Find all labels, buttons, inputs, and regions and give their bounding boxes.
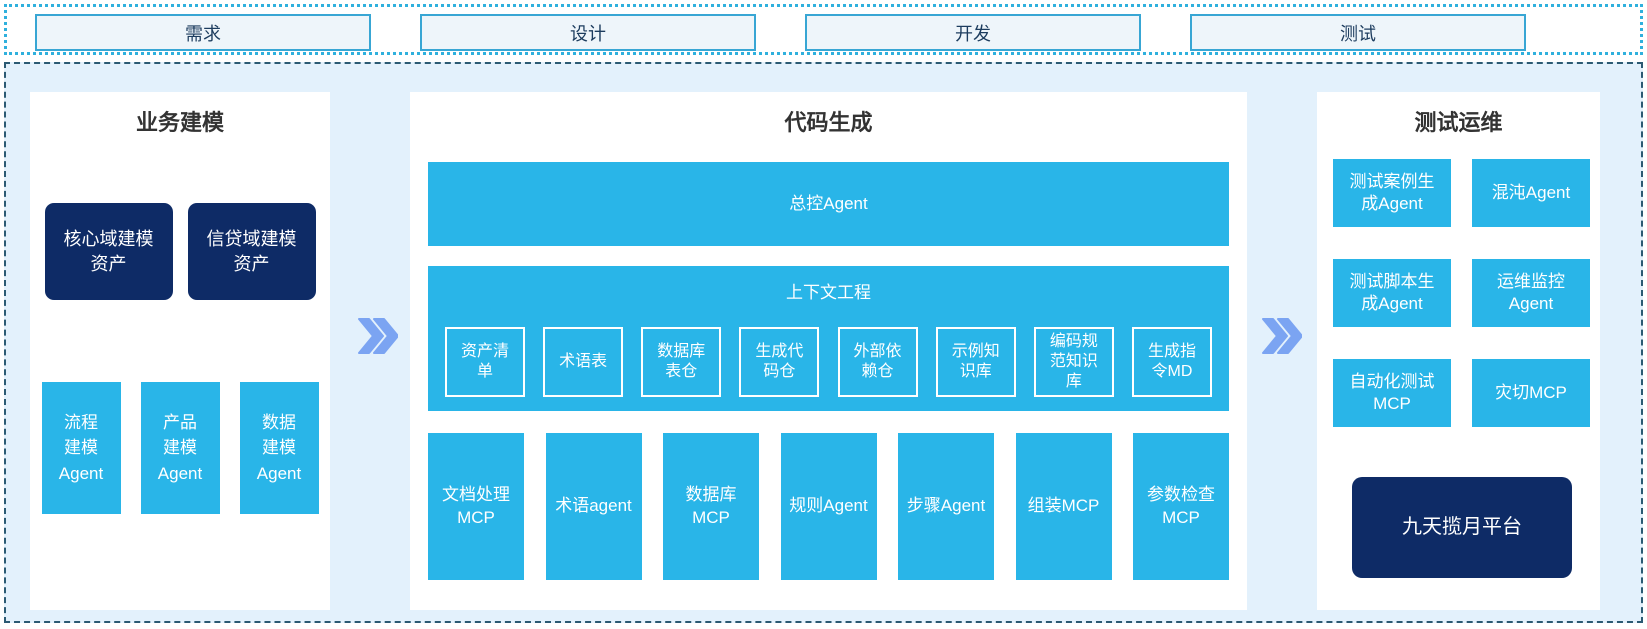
box-core-domain-assets: 核心域建模 资产 — [44, 203, 173, 300]
box-label: 术语agent — [555, 496, 632, 516]
box-label: 流程 建模 Agent — [58, 412, 104, 483]
phase-label: 开发 — [955, 23, 991, 44]
box-step-agent: 步骤Agent — [898, 433, 994, 580]
box-label: 数据库 MCP — [685, 484, 737, 527]
context-engineering-group: 上下文工程 资产清 单 术语表 数据库 表仓 生成代 码仓 外部依 赖仓 — [428, 266, 1229, 411]
panel-title: 代码生成 — [784, 110, 873, 135]
test-ops-grid: 测试案例生 成Agent 混沌Agent 测试脚本生 成Agent 运维监控 A… — [1333, 159, 1590, 427]
context-box-row: 资产清 单 术语表 数据库 表仓 生成代 码仓 外部依 赖仓 示例知 识库 — [428, 327, 1229, 397]
tool-box-row: 文档处理 MCP 术语agent 数据库 MCP 规则Agent 步骤Agent… — [428, 433, 1229, 580]
box-product-modeling-agent: 产品 建模 Agent — [140, 382, 220, 514]
phase-strip: 需求 设计 开发 测试 — [4, 4, 1643, 55]
main-container: 业务建模 核心域建模 资产 信贷域建模 资产 流程 建模 Agent 产品 建模… — [4, 62, 1643, 623]
flow-double-chevron-right-icon — [358, 318, 398, 354]
box-test-script-gen-agent: 测试脚本生 成Agent — [1333, 259, 1451, 327]
phase-box-requirements: 需求 — [35, 14, 371, 51]
box-label: 文档处理 MCP — [442, 484, 510, 527]
box-label: 规则Agent — [789, 496, 868, 516]
group-title: 上下文工程 — [786, 283, 871, 302]
box-label: 步骤Agent — [906, 496, 986, 516]
box-ops-monitoring-agent: 运维监控 Agent — [1472, 259, 1590, 327]
box-label: 外部依 赖仓 — [853, 343, 902, 380]
box-asset-inventory: 资产清 单 — [445, 327, 525, 397]
box-data-modeling-agent: 数据 建模 Agent — [239, 382, 319, 514]
panel-title: 业务建模 — [135, 110, 224, 135]
box-label: 数据库 表仓 — [657, 343, 706, 380]
box-database-mcp: 数据库 MCP — [663, 433, 759, 580]
box-label: 组装MCP — [1027, 496, 1100, 516]
box-assembly-mcp: 组装MCP — [1015, 433, 1112, 580]
box-generated-instruction-md: 生成指 令MD — [1131, 327, 1212, 397]
box-jiutian-lanyue-platform: 九天揽月平台 — [1352, 477, 1572, 578]
panel-title: 测试运维 — [1414, 110, 1503, 135]
phase-label: 需求 — [185, 23, 221, 44]
box-parameter-check-mcp: 参数检查 MCP — [1133, 433, 1229, 580]
box-label: 术语表 — [559, 353, 608, 370]
box-chaos-agent: 混沌Agent — [1472, 159, 1590, 227]
box-glossary: 术语表 — [543, 327, 624, 397]
box-label: 数据 建模 Agent — [256, 412, 302, 483]
panel-test-ops: 测试运维 测试案例生 成Agent 混沌Agent 测试脚本生 成Agent 运… — [1317, 92, 1600, 610]
flow-double-chevron-right-icon — [1262, 318, 1302, 354]
modeling-agent-row: 流程 建模 Agent 产品 建模 Agent 数据 建模 Agent — [30, 382, 330, 514]
box-test-case-gen-agent: 测试案例生 成Agent — [1333, 159, 1451, 227]
box-rule-agent: 规则Agent — [780, 433, 877, 580]
phase-box-design: 设计 — [420, 14, 756, 51]
phase-box-testing: 测试 — [1190, 14, 1526, 51]
box-label: 核心域建模 资产 — [63, 229, 154, 274]
box-label: 参数检查 MCP — [1147, 484, 1215, 527]
panel-business-modeling: 业务建模 核心域建模 资产 信贷域建模 资产 流程 建模 Agent 产品 建模… — [30, 92, 330, 610]
box-master-agent: 总控Agent — [428, 162, 1229, 246]
box-label: 运维监控 Agent — [1497, 271, 1565, 313]
panel-code-generation: 代码生成 总控Agent 上下文工程 资产清 单 术语表 数据库 表仓 生成代 … — [410, 92, 1247, 610]
box-label: 混沌Agent — [1491, 182, 1571, 202]
box-disaster-switch-mcp: 灾切MCP — [1472, 359, 1590, 427]
box-label: 灾切MCP — [1495, 382, 1567, 402]
box-example-knowledge-base: 示例知 识库 — [935, 327, 1016, 397]
box-label: 资产清 单 — [460, 343, 509, 380]
box-terminology-agent: 术语agent — [545, 433, 642, 580]
box-label: 信贷域建模 资产 — [206, 229, 297, 274]
phase-label: 设计 — [570, 23, 606, 44]
box-credit-domain-assets: 信贷域建模 资产 — [187, 203, 316, 300]
box-label: 测试案例生 成Agent — [1349, 171, 1435, 213]
box-doc-processing-mcp: 文档处理 MCP — [428, 433, 524, 580]
box-label: 生成指 令MD — [1147, 343, 1196, 380]
box-label: 产品 建模 Agent — [157, 412, 203, 483]
box-label: 总控Agent — [789, 193, 868, 213]
box-process-modeling-agent: 流程 建模 Agent — [41, 382, 121, 514]
box-label: 编码规 范知识 库 — [1049, 333, 1098, 390]
phase-box-development: 开发 — [805, 14, 1141, 51]
box-coding-standard-knowledge-base: 编码规 范知识 库 — [1033, 327, 1114, 397]
box-automated-test-mcp: 自动化测试 MCP — [1333, 359, 1451, 427]
box-generated-code-repo: 生成代 码仓 — [739, 327, 820, 397]
box-label: 九天揽月平台 — [1402, 516, 1522, 538]
asset-row: 核心域建模 资产 信贷域建模 资产 — [30, 203, 330, 300]
phase-label: 测试 — [1340, 23, 1376, 44]
box-external-dependency-repo: 外部依 赖仓 — [837, 327, 918, 397]
box-label: 示例知 识库 — [951, 343, 1000, 380]
box-label: 自动化测试 MCP — [1349, 371, 1435, 413]
box-db-table-repo: 数据库 表仓 — [641, 327, 722, 397]
box-label: 测试脚本生 成Agent — [1349, 271, 1435, 313]
box-label: 生成代 码仓 — [755, 343, 804, 380]
